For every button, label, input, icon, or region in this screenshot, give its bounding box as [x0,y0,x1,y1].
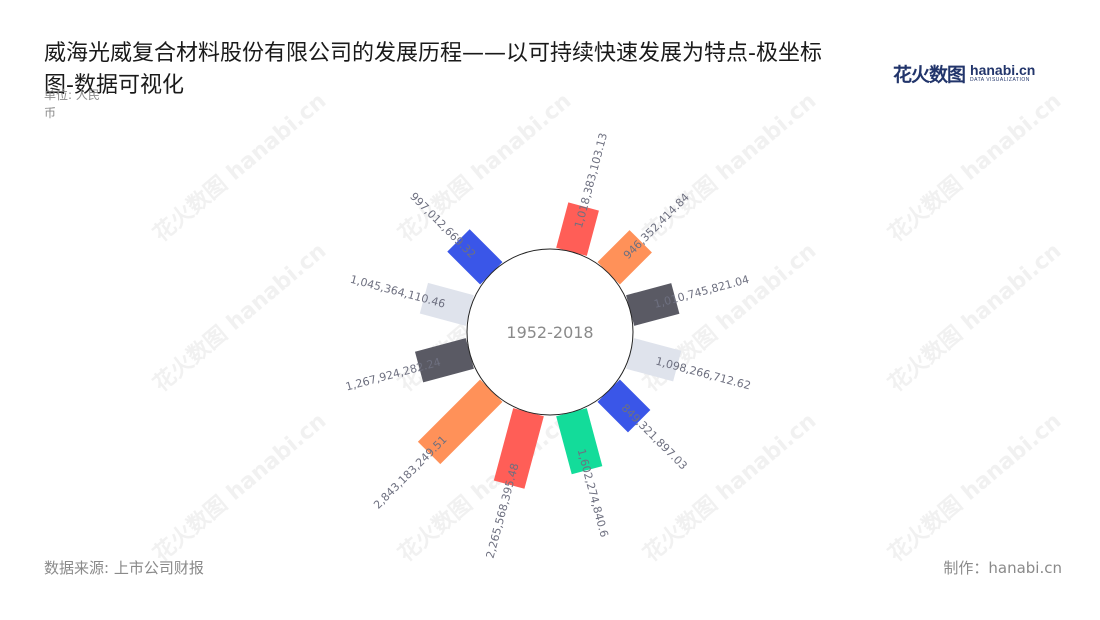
polar-bar [417,379,503,465]
polar-bar [597,379,651,433]
value-label: 2,843,183,249.51 [371,433,449,511]
value-label: 849,321,897.03 [619,401,690,472]
logo-cn-text: 花火数图 [893,63,966,86]
value-label: 997,012,669.32 [407,190,478,261]
polar-bar [556,408,603,475]
chart-title: 威海光威复合材料股份有限公司的发展历程——以可持续快速发展为特点-极坐标图-数据… [44,41,822,98]
logo-sub-text: DATA VISUALIZATION [970,76,1030,83]
polar-bar [447,229,503,285]
polar-bar [493,408,544,489]
polar-bar [597,230,652,285]
polar-bar [556,202,599,256]
unit-label: 单位: 人民币 [44,88,100,120]
polar-bar [419,282,474,326]
hanabi-logo[interactable]: 花火数图 hanabi.cn DATA VISUALIZATION [893,60,1035,86]
maker-credit[interactable]: 制作：hanabi.cn [943,559,1062,577]
center-label: 1952-2018 [506,323,593,342]
value-label: 946,352,414.84 [621,191,692,262]
center-circle [466,248,634,416]
logo-en-text: hanabi.cn [970,61,1036,78]
polar-bar [626,338,682,382]
polar-bar [626,283,680,326]
polar-bar [414,338,474,383]
logo-right: hanabi.cn DATA VISUALIZATION [970,63,1035,84]
data-source: 数据来源: 上市公司财报 [44,559,204,577]
